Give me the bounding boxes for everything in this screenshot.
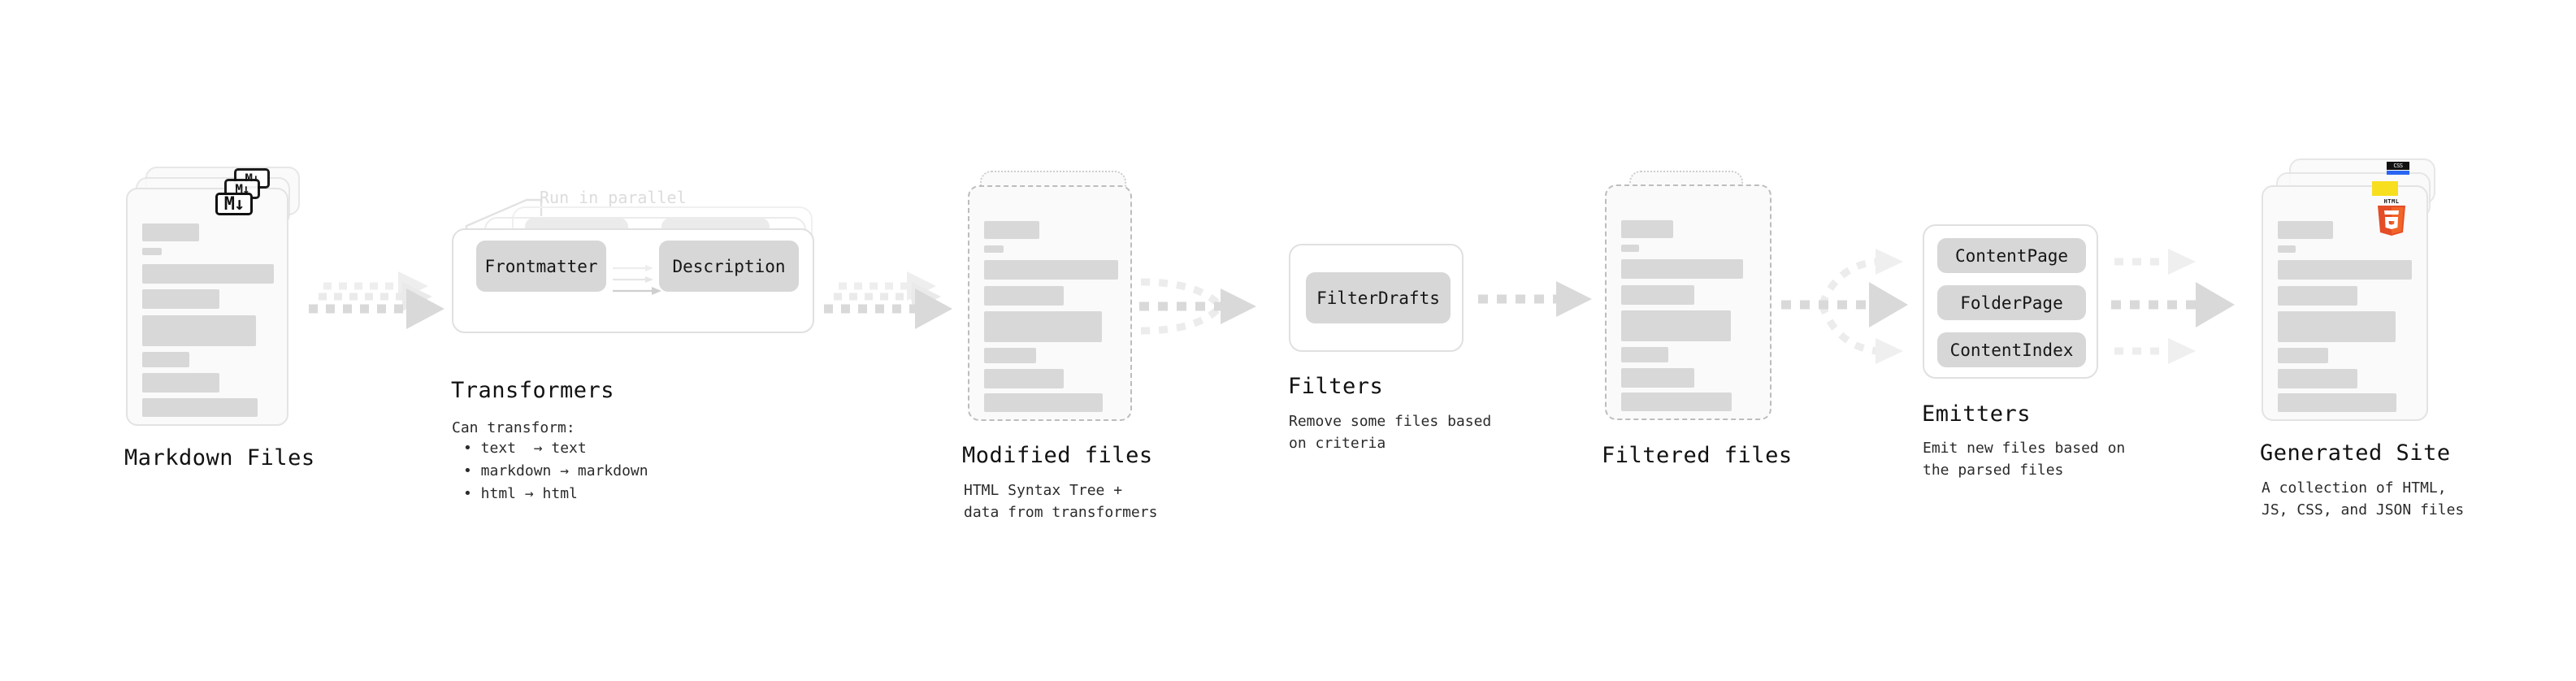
svg-text:HTML: HTML xyxy=(2384,198,2400,205)
doc-bar xyxy=(984,245,1004,253)
html5-icon: HTML xyxy=(2374,197,2409,236)
stage-title-modified-files: Modified files xyxy=(962,443,1153,468)
doc-bar xyxy=(142,315,256,346)
generated-site-stack: CSS HTML xyxy=(2262,158,2448,427)
doc-bar xyxy=(1621,393,1732,411)
doc-bar xyxy=(1621,368,1694,388)
modified-files-subtitle: HTML Syntax Tree + data from transformer… xyxy=(964,482,1158,522)
doc-bar xyxy=(142,248,162,255)
emitter-chip-contentindex[interactable]: ContentIndex xyxy=(1937,332,2086,367)
doc-bar xyxy=(142,373,219,393)
emitters-subtitle: Emit new files based on the parsed files xyxy=(1923,440,2126,479)
doc-bar xyxy=(984,393,1103,412)
doc-bar xyxy=(2278,369,2357,388)
doc-bar xyxy=(1621,259,1743,279)
doc-bar xyxy=(984,286,1064,306)
doc-bar xyxy=(2278,260,2412,280)
doc-bar xyxy=(1621,347,1668,362)
doc-bar xyxy=(984,348,1036,363)
connector-modified-to-filters xyxy=(1139,278,1256,335)
css-icon-label: CSS xyxy=(2387,162,2409,170)
doc-bar xyxy=(1621,285,1694,305)
doc-bar xyxy=(2278,311,2396,342)
generated-site-subtitle: A collection of HTML, JS, CSS, and JSON … xyxy=(2262,479,2465,519)
modified-file-stack xyxy=(964,171,1138,431)
transformers-subtitle: Can transform: xyxy=(452,419,575,436)
emitter-chip-folderpage[interactable]: FolderPage xyxy=(1937,285,2086,320)
transformers-bullet-2: • html → html xyxy=(463,485,578,502)
stage-title-markdown-files: Markdown Files xyxy=(124,445,315,471)
doc-bar xyxy=(1621,245,1639,252)
stage-markdown-files: M↓ M↓ M↓ Markdown Files xyxy=(124,167,314,471)
connector-filtered-to-emitters xyxy=(1781,249,1908,364)
doc-bar xyxy=(1621,310,1731,341)
filters-panel: FilterDrafts xyxy=(1289,244,1464,352)
filtered-file-front xyxy=(1605,184,1772,420)
stage-title-emitters: Emitters xyxy=(1922,401,2032,427)
stage-transformers: Run in parallel Frontmatter Descri xyxy=(451,188,826,502)
js-icon xyxy=(2372,181,2398,196)
doc-bar xyxy=(2278,286,2357,306)
doc-bar xyxy=(142,398,258,417)
markdown-file-front xyxy=(126,188,288,426)
stage-title-transformers: Transformers xyxy=(451,378,615,403)
connector-emitters-to-site xyxy=(2111,249,2235,364)
stage-modified-files: Modified files HTML Syntax Tree + data f… xyxy=(962,171,1157,521)
stage-title-filters: Filters xyxy=(1288,374,1384,399)
run-in-parallel-label: Run in parallel xyxy=(540,188,687,207)
markdown-icon: M↓ xyxy=(215,193,253,215)
doc-bar xyxy=(2278,348,2328,363)
doc-bar xyxy=(142,289,219,309)
doc-bar xyxy=(142,264,274,284)
filter-chip-filterdrafts[interactable]: FilterDrafts xyxy=(1306,272,1451,323)
emitters-panel: ContentPage FolderPage ContentIndex xyxy=(1923,224,2098,379)
stage-title-filtered-files: Filtered files xyxy=(1602,443,1793,468)
markdown-file-stack: M↓ M↓ M↓ xyxy=(126,167,301,427)
doc-bar xyxy=(2278,221,2333,239)
filtered-file-stack xyxy=(1603,171,1778,431)
connector-filters-to-filtered xyxy=(1478,281,1592,317)
stage-generated-site: CSS HTML Generated Site A collection of … xyxy=(2260,158,2464,518)
doc-bar xyxy=(142,223,199,241)
doc-bar xyxy=(984,311,1102,342)
transformer-panel-stack: Run in parallel Frontmatter Descri xyxy=(452,188,826,333)
css-icon: CSS xyxy=(2387,162,2409,175)
stage-title-generated-site: Generated Site xyxy=(2260,440,2451,466)
emitter-chip-contentpage[interactable]: ContentPage xyxy=(1937,238,2086,273)
transformers-bullet-1: • markdown → markdown xyxy=(463,462,648,479)
doc-bar xyxy=(984,221,1039,239)
doc-bar xyxy=(2278,245,2296,253)
doc-bar xyxy=(142,352,189,367)
filters-subtitle: Remove some files based on criteria xyxy=(1289,413,1492,453)
connector-transformers-to-modified xyxy=(824,271,952,329)
transformer-chip-description[interactable]: Description xyxy=(659,241,799,292)
doc-bar xyxy=(1621,220,1673,238)
modified-file-front xyxy=(968,185,1132,421)
doc-bar xyxy=(984,260,1118,280)
stage-filtered-files: Filtered files xyxy=(1602,171,1792,468)
transformers-bullet-0: • text → text xyxy=(463,440,587,457)
doc-bar xyxy=(984,369,1064,388)
transformer-chip-frontmatter[interactable]: Frontmatter xyxy=(476,241,606,292)
doc-bar xyxy=(2278,393,2396,412)
